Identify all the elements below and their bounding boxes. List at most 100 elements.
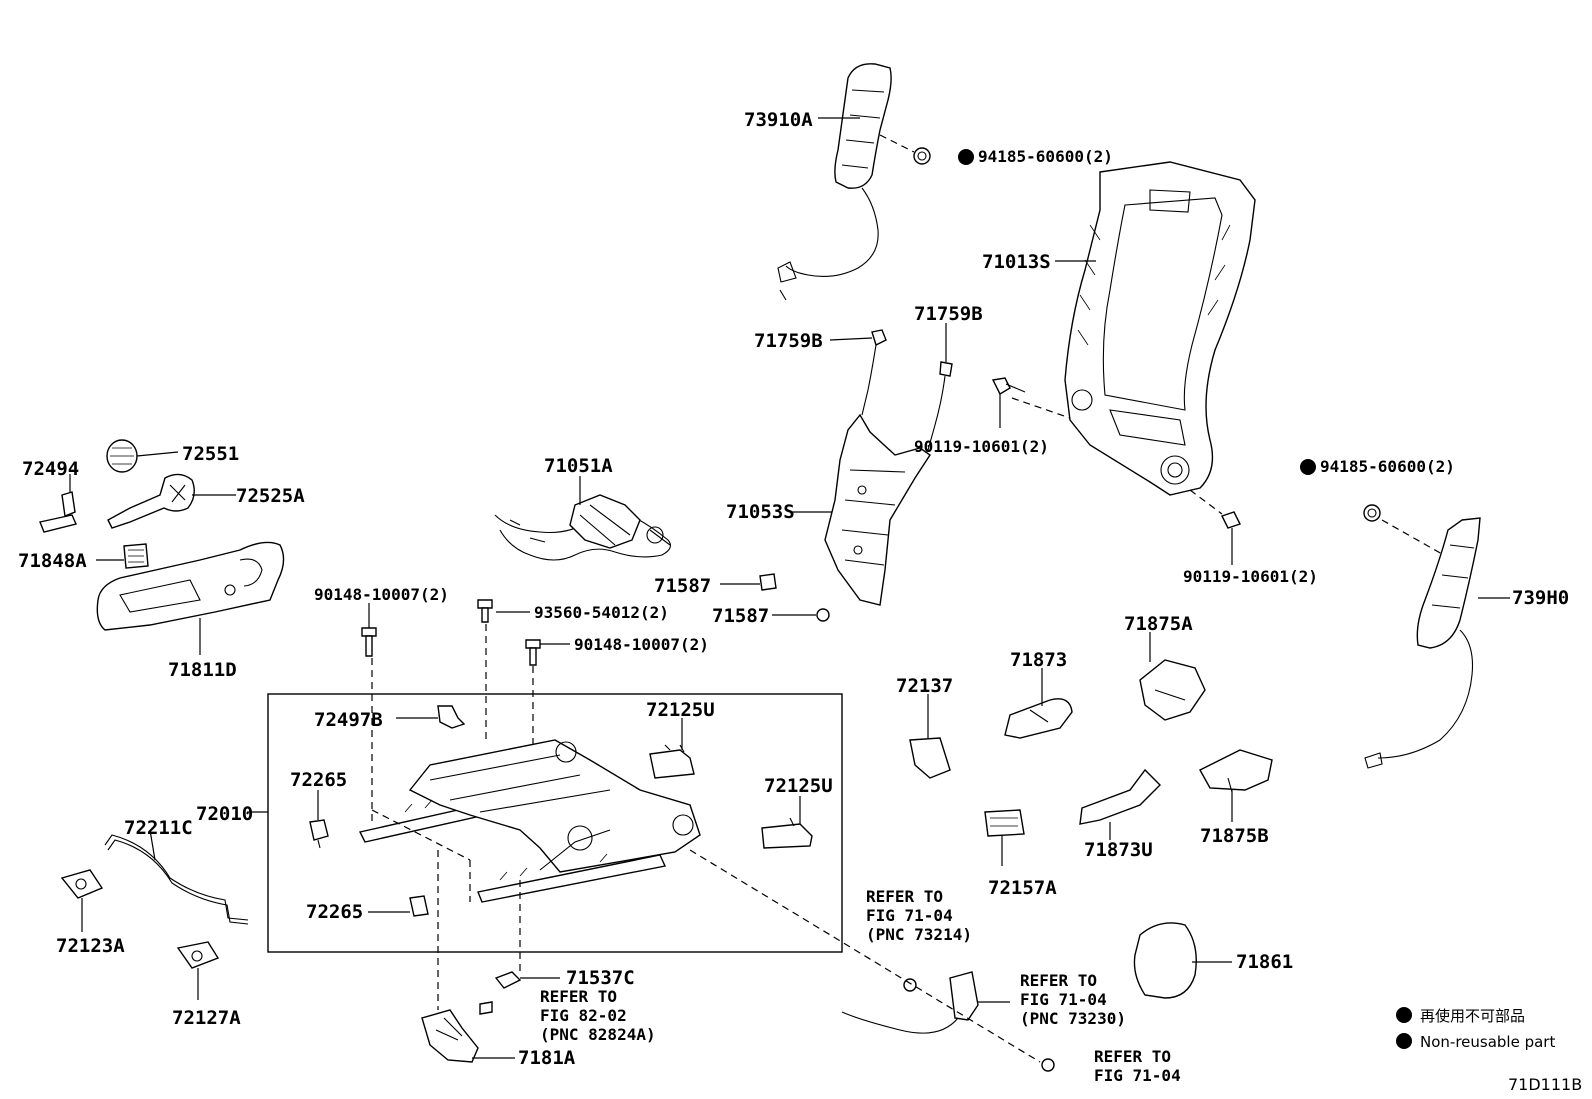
- refer-73214-line3[interactable]: (PNC 73214): [866, 925, 972, 944]
- non-reusable-bullet-1: [958, 149, 974, 165]
- label-93560[interactable]: 93560-54012(2): [534, 603, 669, 622]
- label-71861[interactable]: 71861: [1236, 951, 1293, 973]
- refer-73230-line2[interactable]: FIG 71-04: [1020, 990, 1107, 1009]
- part-72137-drawing: [909, 737, 951, 779]
- adjuster-group-box: [267, 693, 843, 953]
- bracket-7181A-drawing: [421, 1001, 493, 1063]
- part-72125U-lower-drawing: [761, 817, 813, 849]
- refer-notes: REFER TO FIG 71-04 (PNC 73214) REFER TO …: [540, 887, 1181, 1085]
- label-90148-left[interactable]: 90148-10007(2): [314, 585, 449, 604]
- label-72497B[interactable]: 72497B: [314, 709, 383, 731]
- label-71759B-left[interactable]: 71759B: [754, 330, 823, 352]
- label-73910A[interactable]: 73910A: [744, 109, 813, 131]
- label-90148-right[interactable]: 90148-10007(2): [574, 635, 709, 654]
- part-72125U-upper-drawing: [649, 744, 695, 779]
- label-7181A[interactable]: 7181A: [518, 1047, 576, 1069]
- refer-73230-line1[interactable]: REFER TO: [1020, 971, 1097, 990]
- label-94185-right[interactable]: 94185-60600(2): [1320, 457, 1455, 476]
- label-72157A[interactable]: 72157A: [988, 877, 1057, 899]
- leader-lines: [69, 117, 1510, 1063]
- clip-71759B-right-drawing: [939, 361, 953, 377]
- label-72211C[interactable]: 72211C: [124, 817, 193, 839]
- airbag-739H0-drawing: [1364, 517, 1481, 769]
- seat-belt-buckle-drawing: [841, 971, 1055, 1072]
- label-71587-upper[interactable]: 71587: [654, 575, 711, 597]
- part-72497B-drawing: [437, 705, 466, 729]
- label-71051A[interactable]: 71051A: [544, 455, 613, 477]
- label-72551[interactable]: 72551: [182, 443, 239, 465]
- legend: 再使用不可部品 Non-reusable part: [1396, 1007, 1555, 1051]
- refer-73214-line2[interactable]: FIG 71-04: [866, 906, 953, 925]
- refer-73214-line1[interactable]: REFER TO: [866, 887, 943, 906]
- label-72265-upper[interactable]: 72265: [290, 769, 347, 791]
- part-71875B-drawing: [1199, 749, 1273, 793]
- legend-bullet-en: [1396, 1033, 1412, 1049]
- label-72125U-lower[interactable]: 72125U: [764, 775, 833, 797]
- nut-right-drawing: [1363, 504, 1381, 522]
- legend-jp: 再使用不可部品: [1420, 1007, 1525, 1025]
- label-71587-lower[interactable]: 71587: [712, 605, 769, 627]
- legend-bullet-jp: [1396, 1007, 1412, 1023]
- label-739H0[interactable]: 739H0: [1512, 587, 1569, 609]
- adjuster-72010-drawing: [358, 739, 701, 903]
- airbag-73910A-drawing: [777, 63, 892, 301]
- clip-71587-lower-drawing: [816, 608, 830, 622]
- refer-7104-line1[interactable]: REFER TO: [1094, 1047, 1171, 1066]
- label-71053S[interactable]: 71053S: [726, 501, 795, 523]
- label-72494[interactable]: 72494: [22, 458, 79, 480]
- rod-72211C-drawing: [104, 834, 249, 925]
- part-72127A-drawing: [176, 941, 220, 969]
- part-72494-drawing: [39, 491, 77, 533]
- label-72265-lower[interactable]: 72265: [306, 901, 363, 923]
- bolt-90119-upper-drawing: [991, 377, 1026, 395]
- label-72123A[interactable]: 72123A: [56, 935, 125, 957]
- clip-71848A-drawing: [123, 543, 149, 569]
- label-71873[interactable]: 71873: [1010, 649, 1067, 671]
- part-71875A-drawing: [1139, 659, 1206, 721]
- label-90119-lower[interactable]: 90119-10601(2): [1183, 567, 1318, 586]
- label-72125U-upper[interactable]: 72125U: [646, 699, 715, 721]
- part-71537C-drawing: [494, 971, 522, 989]
- label-72010[interactable]: 72010: [196, 803, 253, 825]
- seatback-frame-71013S-drawing: [1064, 161, 1256, 496]
- label-72525A[interactable]: 72525A: [236, 485, 305, 507]
- label-72127A[interactable]: 72127A: [172, 1007, 241, 1029]
- cover-71811D-drawing: [96, 541, 285, 631]
- label-71875B[interactable]: 71875B: [1200, 825, 1269, 847]
- part-72265-lower-drawing: [409, 895, 429, 917]
- lever-72525A-drawing: [107, 473, 195, 529]
- label-71537C[interactable]: 71537C: [566, 967, 635, 989]
- part-72265-upper-drawing: [309, 819, 329, 849]
- harness-71051A-drawing: [494, 494, 671, 561]
- cover-71861-drawing: [1133, 922, 1197, 999]
- bolt-90148-left-drawing: [361, 627, 377, 657]
- bolt-90119-lower-drawing: [1221, 511, 1241, 529]
- label-94185-top[interactable]: 94185-60600(2): [978, 147, 1113, 166]
- knob-72551-drawing: [106, 439, 138, 473]
- nut-top-drawing: [913, 147, 931, 165]
- refer-73230-line3[interactable]: (PNC 73230): [1020, 1009, 1126, 1028]
- label-71759B-right[interactable]: 71759B: [914, 303, 983, 325]
- figure-id: 71D111B: [1508, 1075, 1582, 1094]
- label-71013S[interactable]: 71013S: [982, 251, 1051, 273]
- clip-71759B-left-drawing: [871, 329, 887, 346]
- label-71875A[interactable]: 71875A: [1124, 613, 1193, 635]
- label-72137[interactable]: 72137: [896, 675, 953, 697]
- legend-en: Non-reusable part: [1420, 1033, 1555, 1051]
- refer-7104-line2[interactable]: FIG 71-04: [1094, 1066, 1181, 1085]
- part-71873U-drawing: [1079, 768, 1161, 825]
- label-71848A[interactable]: 71848A: [18, 550, 87, 572]
- non-reusable-bullet-2: [1300, 459, 1316, 475]
- refer-82824A-line2[interactable]: FIG 82-02: [540, 1006, 627, 1025]
- label-71873U[interactable]: 71873U: [1084, 839, 1153, 861]
- bolt-93560-drawing: [477, 599, 493, 623]
- refer-82824A-line3[interactable]: (PNC 82824A): [540, 1025, 656, 1044]
- refer-82824A-line1[interactable]: REFER TO: [540, 987, 617, 1006]
- part-72123A-drawing: [60, 869, 104, 899]
- bolt-90148-right-drawing: [525, 639, 541, 666]
- label-90119-upper[interactable]: 90119-10601(2): [914, 437, 1049, 456]
- clip-71587-upper-drawing: [759, 573, 777, 591]
- label-71811D[interactable]: 71811D: [168, 659, 237, 681]
- part-71873-drawing: [1004, 698, 1073, 739]
